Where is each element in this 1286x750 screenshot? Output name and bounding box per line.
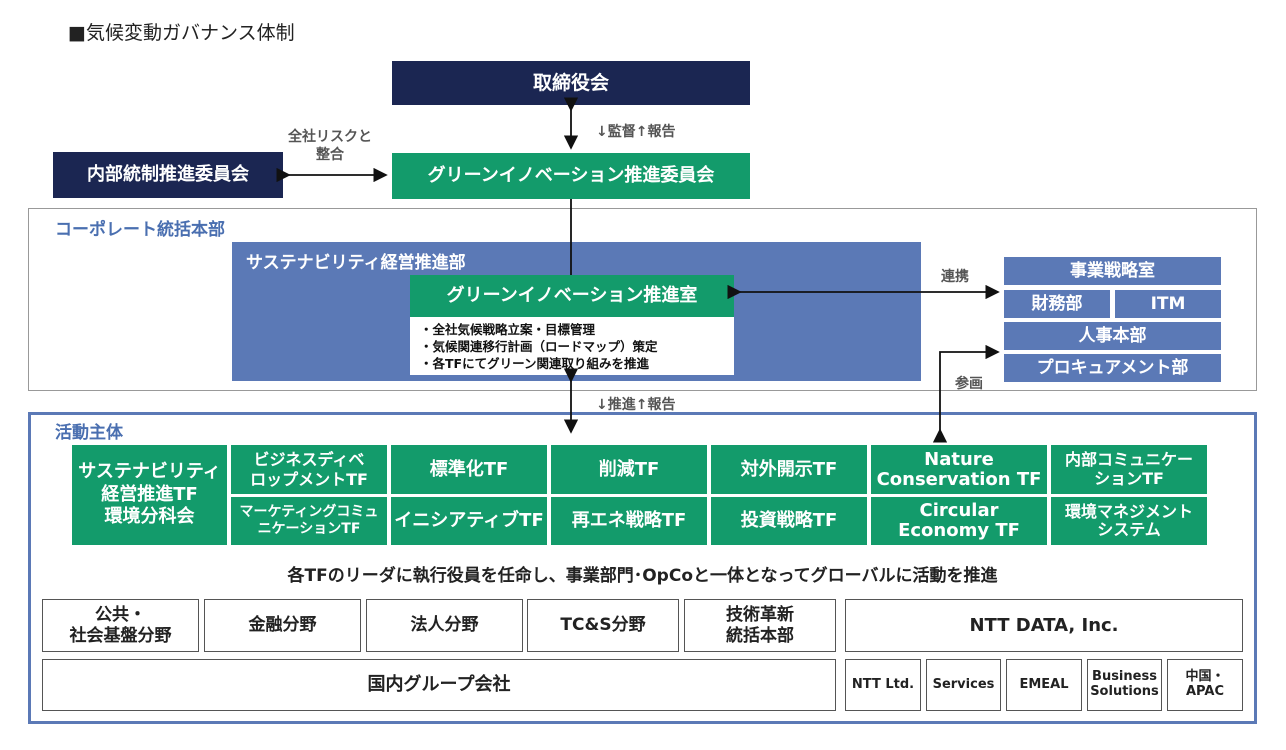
- participation-arrow: [932, 344, 1000, 443]
- domestic-group-companies: 国内グループ会社: [42, 659, 836, 711]
- tf-circular-economy: Circular Economy TF: [871, 497, 1047, 545]
- activity-label: 活動主体: [55, 423, 123, 443]
- tf-renewable-strategy: 再エネ戦略TF: [551, 497, 707, 545]
- coordination-label: 連携: [941, 269, 969, 285]
- itm-dept: ITM: [1115, 290, 1221, 318]
- tf-reduction: 削減TF: [551, 445, 707, 494]
- page-title: ■気候変動ガバナンス体制: [68, 22, 295, 44]
- tf-nature-conservation: Nature Conservation TF: [871, 445, 1047, 494]
- hr-dept: 人事本部: [1004, 322, 1221, 350]
- segment-technology-hq: 技術革新 統括本部: [684, 599, 836, 652]
- global-unit-business-solutions: Business Solutions: [1087, 659, 1162, 711]
- promote-report-label: ↓推進↑報告: [596, 397, 676, 413]
- risk-alignment-label: 全社リスクと 整合: [278, 128, 382, 164]
- tf-sustainability-main: サステナビリティ 経営推進TF 環境分科会: [72, 445, 227, 545]
- corporate-hq-label: コーポレート統括本部: [55, 220, 225, 240]
- sustainability-dept-label: サステナビリティ経営推進部: [246, 253, 466, 273]
- tf-environmental-management: 環境マネジメント システム: [1051, 497, 1207, 545]
- segment-finance: 金融分野: [204, 599, 361, 652]
- global-unit-ntt-ltd: NTT Ltd.: [845, 659, 921, 711]
- global-unit-emeal: EMEAL: [1006, 659, 1082, 711]
- risk-label-line1: 全社リスクと: [288, 129, 372, 145]
- supervise-report-label: ↓監督↑報告: [596, 124, 676, 140]
- risk-label-line2: 整合: [316, 147, 344, 163]
- green-innovation-office: グリーンイノベーション推進室: [410, 275, 734, 317]
- segment-public: 公共・ 社会基盤分野: [42, 599, 199, 652]
- office-bullet: ・各TFにてグリーン関連取り組みを推進: [420, 356, 649, 371]
- board-box: 取締役会: [392, 61, 750, 105]
- global-unit-services: Services: [926, 659, 1001, 711]
- procurement-dept: プロキュアメント部: [1004, 354, 1221, 382]
- tf-investment-strategy: 投資戦略TF: [711, 497, 867, 545]
- internal-control-committee: 内部統制推進委員会: [53, 152, 283, 198]
- leader-note: 各TFのリーダに執行役員を任命し、事業部門･OpCoと一体となってグローバルに活…: [287, 566, 998, 586]
- tf-internal-communication: 内部コミュニケー ションTF: [1051, 445, 1207, 494]
- ntt-data-inc: NTT DATA, Inc.: [845, 599, 1243, 652]
- segment-enterprise: 法人分野: [366, 599, 523, 652]
- office-bullet: ・気候関連移行計画（ロードマップ）策定: [420, 339, 658, 354]
- office-bullet: ・全社気候戦略立案・目標管理: [420, 322, 596, 337]
- strategy-office: 事業戦略室: [1004, 257, 1221, 285]
- finance-dept: 財務部: [1004, 290, 1110, 318]
- segment-tcs: TC&S分野: [527, 599, 679, 652]
- activity-frame: [28, 412, 1257, 724]
- office-bullets: ・全社気候戦略立案・目標管理 ・気候関連移行計画（ロードマップ）策定 ・各TFに…: [410, 317, 734, 375]
- tf-initiative: イニシアティブTF: [391, 497, 547, 545]
- green-innovation-committee: グリーンイノベーション推進委員会: [392, 153, 750, 199]
- global-unit-china-apac: 中国・ APAC: [1167, 659, 1243, 711]
- tf-business-development: ビジネスディベ ロップメントTF: [231, 445, 387, 494]
- tf-marketing-communication: マーケティングコミュ ニケーションTF: [231, 497, 387, 545]
- corporate-hq-frame: [28, 208, 1257, 391]
- tf-external-disclosure: 対外開示TF: [711, 445, 867, 494]
- tf-standardization: 標準化TF: [391, 445, 547, 494]
